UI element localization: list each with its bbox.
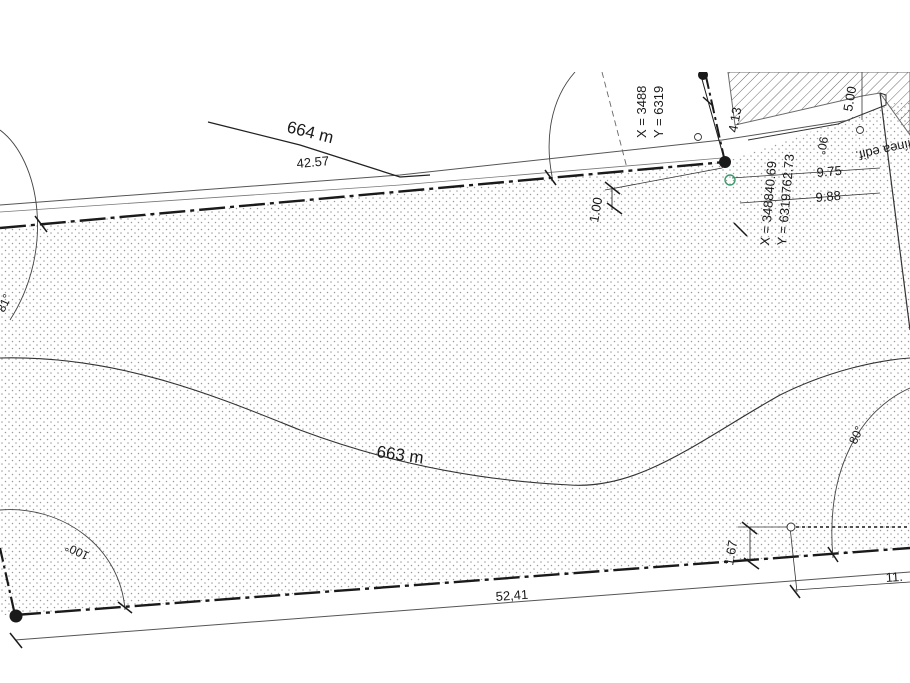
aux-dashed-line — [601, 72, 628, 169]
road-edge-2 — [0, 157, 723, 213]
building-outline — [747, 92, 887, 141]
dim-label-bottom-edge: 52,41 — [495, 587, 529, 604]
dim-label-9.88: 9.88 — [815, 188, 842, 205]
dim-line-9.75 — [731, 167, 881, 179]
dim-label-right-partial: 11. — [885, 569, 903, 585]
street-gap — [596, 585, 910, 650]
coord-label-top-y: Y = 6319 — [651, 86, 666, 138]
arc-top-right — [548, 72, 576, 177]
building-right-edge — [879, 92, 910, 331]
dim-label-offset-bottom: 1.67 — [721, 539, 740, 567]
dim-line-9.88 — [739, 192, 881, 204]
arc-right — [831, 387, 910, 559]
road-edge-1 — [0, 119, 851, 206]
dim-label-top-edge: 42.57 — [296, 153, 330, 171]
station-marker — [724, 174, 736, 186]
lot-boundary-right-upper — [704, 72, 726, 163]
corner-point-bottom-left — [9, 609, 23, 623]
dim-label-offset-top: 1.00 — [586, 196, 605, 224]
aux-point-right — [786, 522, 796, 532]
aux-point-building — [694, 133, 702, 141]
lot-boundary-left — [0, 547, 17, 616]
contour-663 — [0, 357, 910, 486]
coord-label-corner-x: X = 348840.69 — [757, 160, 779, 246]
dim-label-building-dist: 4.13 — [725, 106, 744, 134]
lot-boundary-bottom — [14, 546, 910, 617]
contour-664 — [207, 121, 431, 178]
arc-bottom-left — [0, 509, 126, 611]
lot-area — [0, 100, 910, 615]
bottom-offset-line — [14, 571, 910, 641]
dim-label-9.75: 9.75 — [816, 163, 843, 180]
corner-point-upper — [698, 72, 708, 80]
tick-marks — [9, 96, 839, 649]
dim-label-setback: 5.00 — [840, 85, 859, 113]
angle-label-top-right: 90° — [814, 135, 831, 156]
dim-vertical-right — [789, 526, 798, 593]
corner-point-top — [719, 156, 731, 168]
coord-label-top-x: X = 3488 — [634, 86, 649, 138]
arc-top-left — [0, 129, 38, 321]
dim-line-right-bottom — [794, 581, 910, 591]
street-strip — [0, 555, 910, 683]
dim-building-vertical — [699, 72, 726, 163]
lot-boundary-top — [0, 160, 726, 230]
aux-point-building-2 — [856, 126, 864, 134]
